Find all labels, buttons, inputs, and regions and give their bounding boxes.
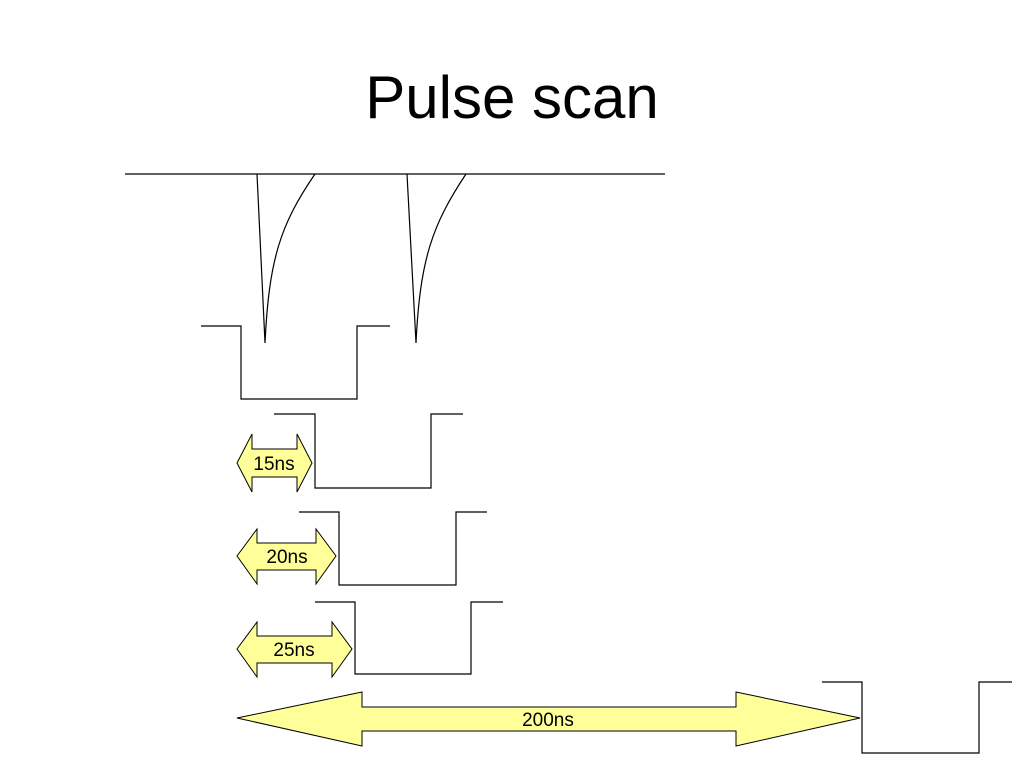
arrow-15ns-label: 15ns [253,454,294,475]
arrow-25ns-label: 25ns [273,640,314,661]
slide-title: Pulse scan [365,64,659,131]
signal-trace [125,173,665,344]
signal-spike-1 [256,173,316,344]
arrow-25ns-shape [236,620,353,679]
arrow-15ns-shape [236,433,313,493]
arrow-200ns-label: 200ns [522,710,574,731]
arrow-200ns-shape [236,691,861,747]
arrow-20ns: 20ns [236,527,337,586]
arrow-200ns: 200ns [236,691,861,747]
reference-gate-pulse [201,325,390,400]
gate-pulse-20ns [299,511,487,586]
arrow-15ns: 15ns [236,433,313,493]
arrow-25ns: 25ns [236,620,353,679]
signal-spike-2 [406,173,467,344]
gate-pulse-25ns [315,601,503,675]
gate-pulse-15ns [274,413,463,489]
arrow-20ns-shape [236,527,337,586]
gate-pulse-200ns [822,681,1012,754]
arrow-20ns-label: 20ns [266,547,307,568]
